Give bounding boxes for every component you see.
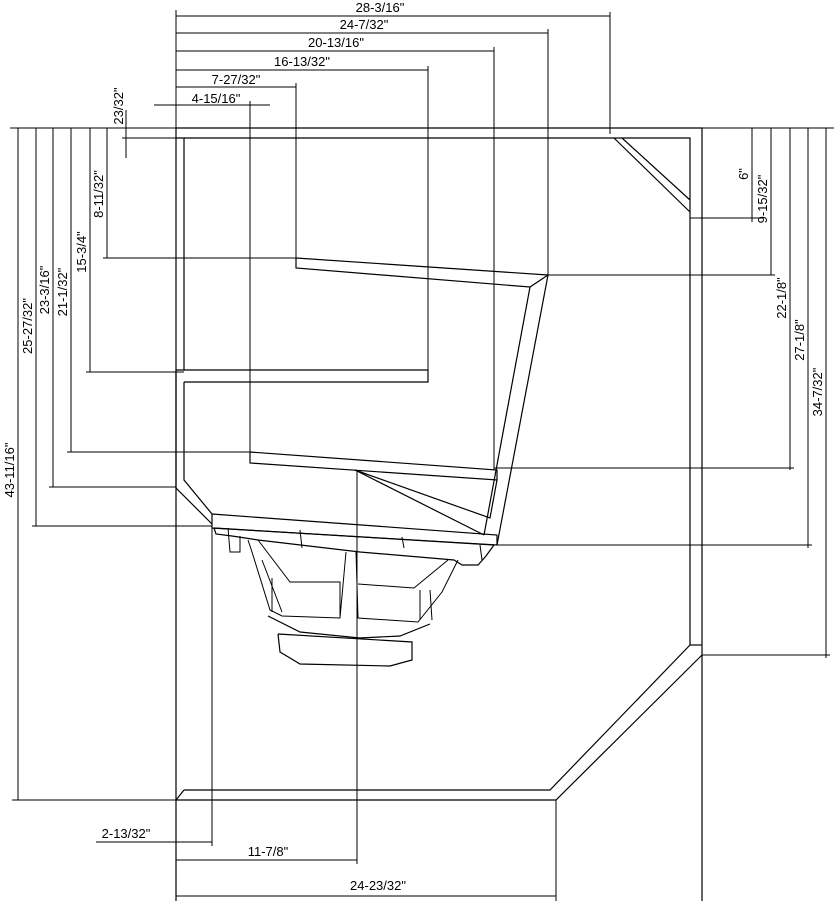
dim-bottom-2: 11-7/8" xyxy=(248,844,289,859)
dim-left-4: 21-1/32" xyxy=(55,267,70,316)
dim-bottom-3: 24-23/32" xyxy=(350,878,406,893)
dim-right-2: 9-15/32" xyxy=(755,174,770,223)
dim-top-4: 16-13/32" xyxy=(274,54,330,69)
dim-right-5: 34-7/32" xyxy=(810,367,825,416)
dim-top-1: 28-3/16" xyxy=(356,0,405,15)
dimensions-right: 6" 9-15/32" 22-1/8" 27-1/8" 34-7/32" xyxy=(494,127,834,658)
dim-right-3: 22-1/8" xyxy=(774,277,789,319)
dim-left-5: 15-3/4" xyxy=(74,231,89,273)
dim-right-4: 27-1/8" xyxy=(792,319,807,361)
cabinet-outline xyxy=(175,127,703,901)
dim-left-3: 23-3/16" xyxy=(37,265,52,314)
dimensions-bottom: 2-13/32" 11-7/8" 24-23/32" xyxy=(96,470,557,901)
dimensions-top: 28-3/16" 24-7/32" 20-13/16" 16-13/32" 7-… xyxy=(154,0,611,470)
dim-top-5: 7-27/32" xyxy=(212,72,261,87)
speaker-assembly xyxy=(213,527,496,667)
dim-right-1: 6" xyxy=(736,168,751,180)
dimensions-left: 43-11/16" 25-27/32" 23-3/16" 21-1/32" 15… xyxy=(2,87,296,801)
dim-left-6: 8-11/32" xyxy=(91,170,106,218)
inner-structure xyxy=(175,257,550,546)
dim-bottom-1: 2-13/32" xyxy=(102,826,151,841)
dim-top-3: 20-13/16" xyxy=(308,35,364,50)
dim-left-2: 25-27/32" xyxy=(20,298,35,354)
dim-top-6: 4-15/16" xyxy=(192,91,241,106)
dim-left-1: 43-11/16" xyxy=(2,442,17,497)
dim-top-2: 24-7/32" xyxy=(340,17,389,32)
dim-left-7: 23/32" xyxy=(111,87,126,125)
